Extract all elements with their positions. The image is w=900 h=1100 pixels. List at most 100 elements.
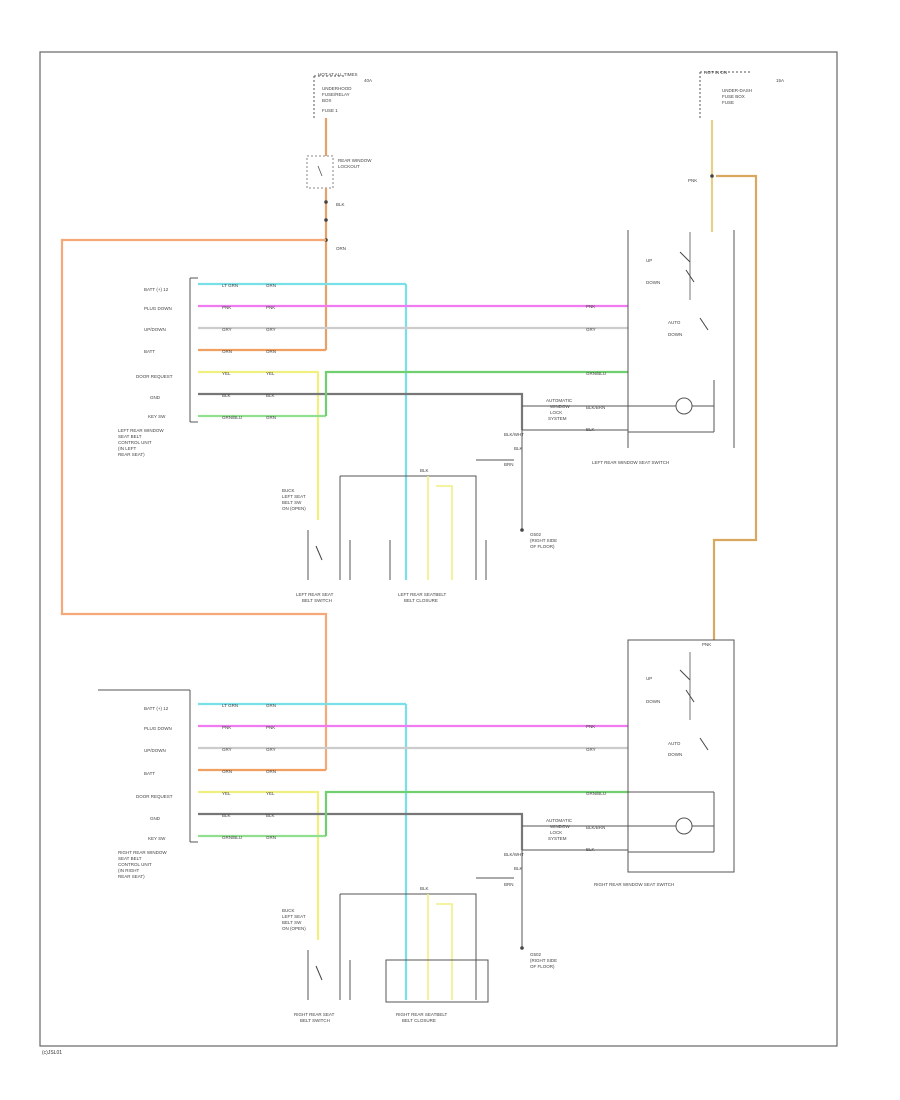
rg-label-3: OF FLOOR) [530,964,555,969]
lw-lbl-2: PNK [222,305,231,310]
left-rear-window-seat-switch: UP DOWN AUTO DOWN PNK GRY GRN/BLU BLK/BR… [546,230,735,465]
left-unit-label-1: LEFT REAR WINDOW [118,428,164,433]
rbuckle2-1: RIGHT REAR SEATBELT [396,1012,448,1017]
splice-label-orn: ORN [336,246,346,251]
lbuckle-1: LEFT REAR SEAT [296,592,334,597]
right-switch-label: RIGHT REAR WINDOW SEAT SWITCH [594,882,674,887]
left-switch-label: LEFT REAR WINDOW SEAT SWITCH [592,460,669,465]
right-pin-4: BATT [144,771,155,776]
lbuckle-2: BELT SWITCH [302,598,332,603]
lw-lbl-6: BLK [222,393,231,398]
lbelt-2: LEFT SEAT [282,494,306,499]
lw-short-4: ORN [266,349,276,354]
rw-short-5: YEL [266,791,275,796]
rw-short-4: ORN [266,769,276,774]
splice-label-blk: BLK [336,202,345,207]
right-wire-labels: LT GRN GRN PNK PNK GRY GRY ORN ORN YEL Y… [222,703,276,840]
rbelt-2: LEFT SEAT [282,914,306,919]
lj-term-1: BLK/WHT [504,432,524,437]
rs-ind-1: AUTOMATIC [546,818,573,823]
lbuckle2-2: BELT CLOSURE [404,598,438,603]
ls-term-up: UP [646,258,652,263]
left-unit-label-3: CONTROL UNIT [118,440,152,445]
right-unit-label-4: (IN RIGHT [118,868,139,873]
left-unit-wires [198,282,628,580]
lj-term-2: BLK [514,446,523,451]
lw-lbl-7: GRN/BLU [222,415,242,420]
right-unit-label-5: REAR SEAT) [118,874,145,879]
rs-ind-4: SYSTEM [548,836,567,841]
right-fuse-block: HOT IN ON UNDER-DASH FUSE BOX FUSE 15A [699,70,784,118]
lj-term-3: BRN [504,462,514,467]
right-fuse-line-3: FUSE [722,100,734,105]
rbuckle-2: BELT SWITCH [300,1018,330,1023]
rw-short-1: GRN [266,703,276,708]
right-unit-label-2: SEAT BELT [118,856,142,861]
rbelt-3: BELT SW [282,920,302,925]
rear-window-lockout-switch: REAR WINDOW LOCKOUT [306,155,372,189]
lw-lbl-5: YEL [222,371,231,376]
left-pin-5: DOOR REQUEST [136,374,173,379]
right-rear-window-seat-switch: UP DOWN AUTO DOWN PNK GRY GRN/BLU BLK/BR… [546,639,735,887]
lw-short-7: GRN [266,415,276,420]
right-pin-7: KEY SW [148,836,166,841]
ls-wire-pnk: PNK [586,304,595,309]
lbuckle2-1: LEFT REAR SEATBELT [398,592,447,597]
rs-wire-grnblu: GRN/BLU [586,791,606,796]
right-fuse-line-1: UNDER-DASH [722,88,752,93]
ls-wire-gry: GRY [586,327,596,332]
rw-lbl-1: LT GRN [222,703,238,708]
lg-label-2: (RIGHT SIDE [530,538,557,543]
right-control-unit: BATT (+) 12 PLUG DOWN UP/DOWN BATT DOOR … [98,689,198,879]
lbelt-4: ON (OPEN) [282,506,306,511]
tan-wire-right [712,174,758,640]
ls-wire-grnblu: GRN/BLU [586,371,606,376]
left-unit-label-4: (IN LEFT [118,446,137,451]
figure-id: (c)JSL01 [42,1050,63,1056]
lbelt-3: BELT SW [282,500,302,505]
rs-term-auto: AUTO [668,741,681,746]
rs-wire-pnk: PNK [586,724,595,729]
lw-lbl-4: ORN [222,349,232,354]
diagram-frame [39,51,838,1047]
rg-label-2: (RIGHT SIDE [530,958,557,963]
rj-term-2: BLK [514,866,523,871]
lw-lbl-3: GRY [222,327,232,332]
lw-short-1: GRN [266,283,276,288]
rs-term-down: DOWN [646,699,660,704]
rj-blk-label: BLK [420,886,429,891]
right-fuse-header: HOT IN ON [704,70,727,75]
rs-wire-gry: GRY [586,747,596,752]
ls-term-down: DOWN [646,280,660,285]
left-buckle-switches: BUCK LEFT SEAT BELT SW ON (OPEN) LEFT RE… [282,488,487,603]
lg-label-1: G502 [530,532,542,537]
right-pin-1: BATT (+) 12 [144,706,169,711]
rw-short-7: GRN [266,835,276,840]
rs-ind-3: LOCK [550,830,562,835]
left-pin-4: BATT [144,349,155,354]
right-pin-3: UP/DOWN [144,748,166,753]
right-buckle-switches: BUCK LEFT SEAT BELT SW ON (OPEN) RIGHT R… [282,908,489,1023]
rw-short-3: GRY [266,747,276,752]
right-power-label: PNK [688,178,697,183]
left-unit-label-5: REAR SEAT) [118,452,145,457]
left-unit-label-2: SEAT BELT [118,434,142,439]
right-unit-wires [198,702,628,1000]
lbelt-1: BUCK [282,488,295,493]
rbuckle2-2: BELT CLOSURE [402,1018,436,1023]
top-fuse-block: HOT AT ALL TIMES UNDERHOOD FUSE/RELAY BO… [313,72,372,118]
top-fuse-line-3: BOX [322,98,332,103]
top-fuse-line-1: UNDERHOOD [322,86,352,91]
rs-wire-blkbrn: BLK/BRN [586,825,605,830]
ls-term-down2: DOWN [668,332,682,337]
top-fuse-rating: 40A [364,78,372,83]
rw-lbl-4: ORN [222,769,232,774]
right-switch-indicator-lamp [675,817,693,835]
lw-short-5: YEL [266,371,275,376]
right-pin-5: DOOR REQUEST [136,794,173,799]
top-fuse-header: HOT AT ALL TIMES [318,72,358,77]
ls-ind-4: SYSTEM [548,416,567,421]
left-control-unit: BATT (+) 12 PLUG DOWN UP/DOWN BATT DOOR … [118,277,198,457]
lw-short-2: PNK [266,305,275,310]
